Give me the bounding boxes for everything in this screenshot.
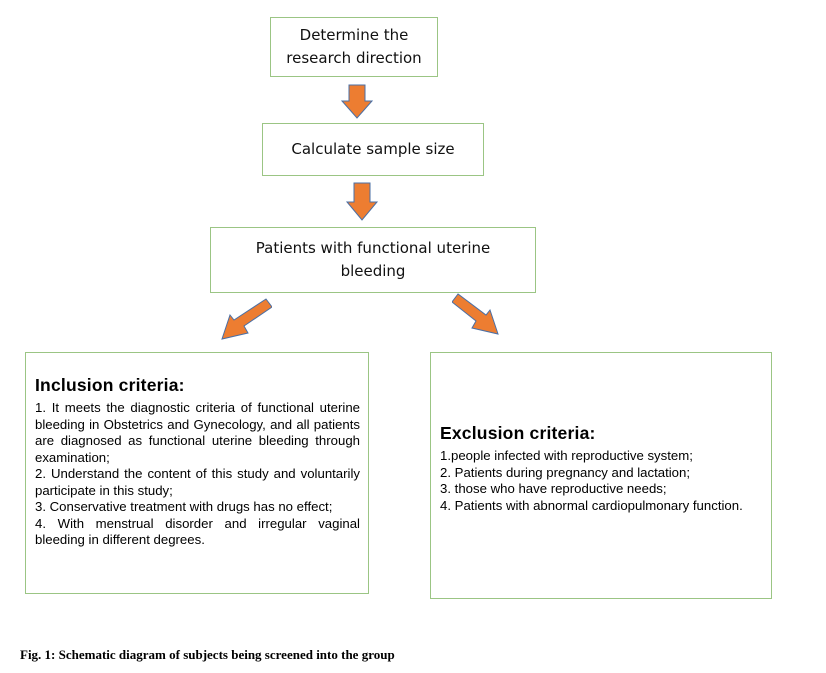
exclusion-item: 4. Patients with abnormal cardiopulmonar… xyxy=(440,497,743,513)
figure-caption: Fig. 1: Schematic diagram of subjects be… xyxy=(20,647,395,662)
exclusion-criteria-list: 1.people infected with reproductive syst… xyxy=(440,448,765,514)
step-patients-fub: Patients with functional uterine bleedin… xyxy=(210,227,536,293)
step-calculate-sample-size: Calculate sample size xyxy=(262,123,484,176)
exclusion-item: 2. Patients during pregnancy and lactati… xyxy=(440,464,690,480)
step-determine-direction: Determine the research direction xyxy=(270,17,438,77)
inclusion-criteria-list: 1. It meets the diagnostic criteria of f… xyxy=(35,400,360,549)
inclusion-item: 1. It meets the diagnostic criteria of f… xyxy=(35,400,360,465)
arrow-down-2 xyxy=(345,182,379,221)
step-patients-fub-line1: Patients with functional uterine xyxy=(255,239,491,257)
inclusion-item: 3. Conservative treatment with drugs has… xyxy=(35,499,333,514)
arrow-down-1 xyxy=(340,84,374,119)
step-calculate-sample-size-label: Calculate sample size xyxy=(291,140,455,158)
inclusion-item: 2. Understand the content of this study … xyxy=(35,466,360,498)
exclusion-criteria-box: Exclusion criteria: 1.people infected wi… xyxy=(430,352,772,599)
arrow-down-right xyxy=(452,293,499,335)
inclusion-criteria-box: Inclusion criteria: 1. It meets the diag… xyxy=(25,352,369,594)
exclusion-criteria-title: Exclusion criteria: xyxy=(440,423,596,443)
step-determine-direction-line1: Determine the xyxy=(299,26,409,44)
step-patients-fub-line2: bleeding xyxy=(340,262,406,280)
inclusion-item: 4. With menstrual disorder and irregular… xyxy=(35,515,360,548)
arrow-down-left xyxy=(221,298,272,340)
step-determine-direction-line2: research direction xyxy=(286,49,422,67)
exclusion-item: 1.people infected with reproductive syst… xyxy=(440,448,693,463)
inclusion-criteria-title: Inclusion criteria: xyxy=(35,375,185,395)
exclusion-item: 3. those who have reproductive needs; xyxy=(440,481,667,496)
